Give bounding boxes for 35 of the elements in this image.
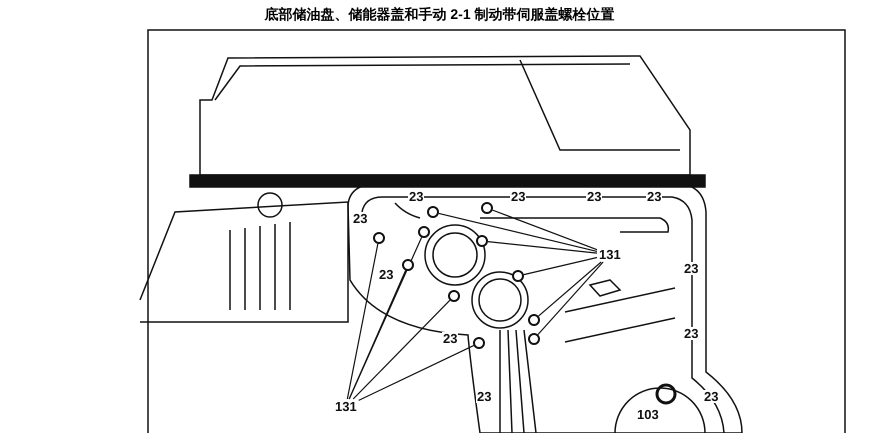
- leader-line: [348, 270, 406, 400]
- leader-line: [346, 244, 378, 400]
- callout-number: 23: [683, 327, 700, 340]
- callout-number: 131: [598, 248, 622, 261]
- callout-number: 23: [476, 390, 492, 403]
- callout-number: 23: [352, 212, 368, 225]
- callout-number: 23: [683, 262, 700, 275]
- leader-line: [438, 212, 598, 252]
- bolt-head: [528, 314, 540, 326]
- bolt-head: [448, 290, 460, 302]
- callout-number: 131: [334, 400, 358, 413]
- leader-line: [492, 210, 598, 250]
- bolt-head: [528, 333, 540, 345]
- callout-number: 23: [646, 190, 662, 203]
- bolt-head: [373, 232, 385, 244]
- leader-line: [358, 345, 474, 401]
- callout-number: 103: [636, 408, 660, 421]
- callout-number: 23: [586, 190, 602, 203]
- callout-number: 23: [703, 390, 720, 403]
- leader-line: [538, 262, 602, 317]
- leader-line: [352, 300, 450, 400]
- callout-number: 23: [378, 268, 394, 281]
- bolt-head: [402, 259, 414, 271]
- bolt-head: [418, 226, 430, 238]
- bolt-head: [512, 270, 524, 282]
- leader-line: [538, 262, 604, 335]
- bolt-head: [476, 235, 488, 247]
- callout-number: 23: [408, 190, 424, 203]
- callout-number: 23: [510, 190, 526, 203]
- leader-line: [488, 241, 598, 254]
- callout-number: 23: [442, 332, 458, 345]
- diagram-title: 底部储油盘、储能器盖和手动 2-1 制动带伺服盖螺栓位置: [263, 6, 616, 22]
- bolt-head: [427, 206, 439, 218]
- bolt-head: [481, 202, 493, 214]
- bolt-head: [473, 337, 485, 349]
